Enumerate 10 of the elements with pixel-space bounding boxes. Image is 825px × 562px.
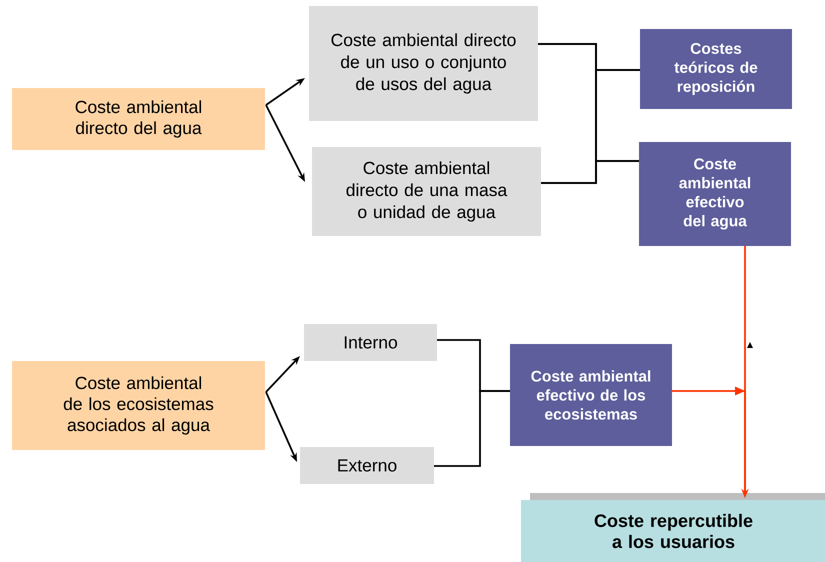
result-box: Coste ambiental efectivo del agua	[639, 142, 791, 246]
result-box: Coste repercutible a los usuarios	[521, 492, 825, 562]
process-box: Interno	[304, 324, 437, 361]
source-box: Coste ambiental de los ecosistemas asociados al agua	[12, 360, 265, 450]
result-box: Costes teóricos de reposición	[640, 29, 792, 109]
source-box: Coste ambiental directo del agua	[12, 88, 265, 150]
process-box: Externo	[300, 446, 434, 484]
process-box: Coste ambiental directo de un uso o conjunto de usos del agua	[309, 6, 538, 121]
result-box: Coste ambiental efectivo de los ecosistemas	[510, 344, 672, 446]
process-box: Coste ambiental directo de una masa o unidad de agua	[312, 147, 541, 236]
